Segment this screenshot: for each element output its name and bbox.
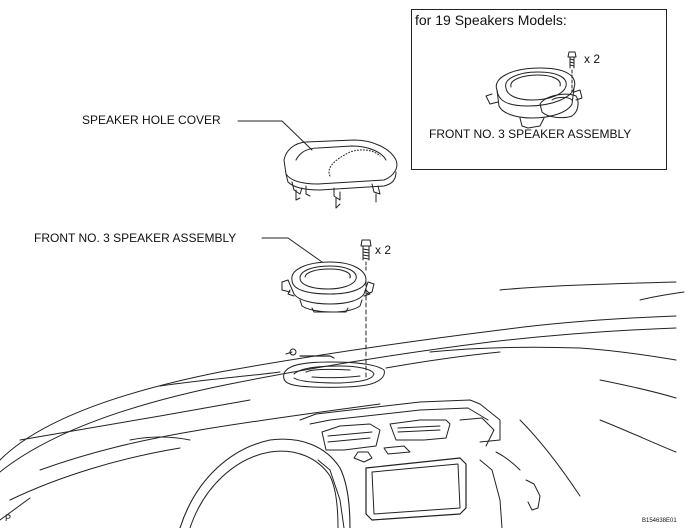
speaker-leader-line [261, 237, 323, 263]
figure-reference: B154638E01 [642, 518, 677, 524]
dashboard-drawing [0, 281, 685, 528]
dashboard-speaker-hole [283, 361, 385, 388]
speaker-quantity-label: x 2 [375, 243, 392, 257]
steering-wheel [179, 438, 351, 528]
corner-mark: P [5, 513, 12, 523]
inset-box [411, 9, 667, 170]
speaker-hole-cover-label: SPEAKER HOLE COVER [82, 113, 221, 127]
inset-bolt-drawing [567, 51, 577, 93]
speaker-hole-cover-drawing [283, 139, 398, 209]
cover-leader-line [237, 120, 313, 151]
speaker-bolt-drawing [360, 239, 372, 381]
speaker-assembly-label: FRONT NO. 3 SPEAKER ASSEMBLY [34, 231, 237, 245]
center-console [299, 399, 501, 443]
speaker-assembly-drawing [281, 261, 375, 313]
inset-title: for 19 Speakers Models: [415, 12, 567, 28]
inset-quantity-label: x 2 [584, 52, 601, 66]
inset-part-label: FRONT NO. 3 SPEAKER ASSEMBLY [429, 127, 632, 141]
inset-speaker-assembly-drawing [485, 67, 583, 129]
